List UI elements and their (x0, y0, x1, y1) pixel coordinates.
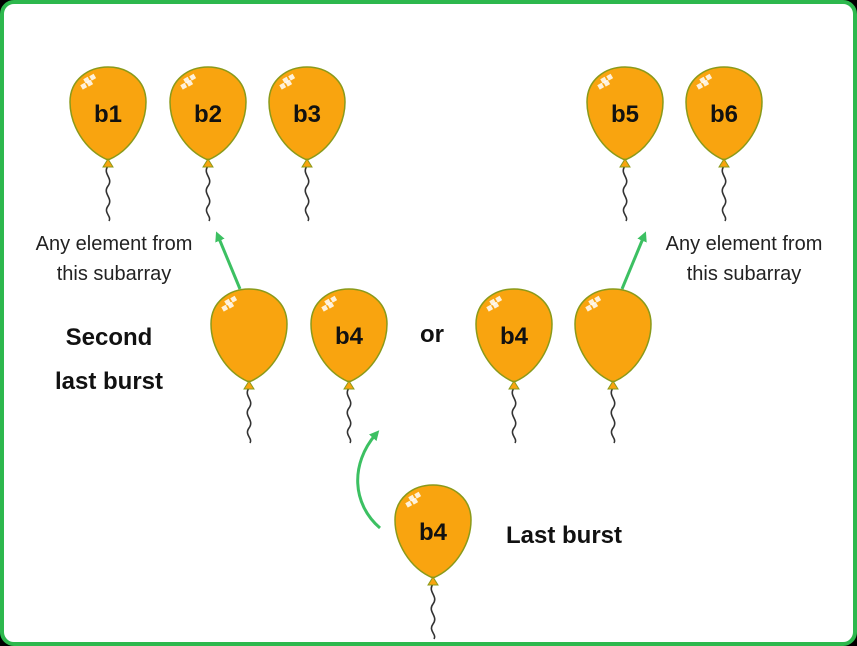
balloon-body (394, 484, 472, 579)
note-right-line1: Any element from (665, 233, 823, 255)
balloon-knot (202, 158, 214, 168)
balloon-b5: b5 (586, 66, 664, 222)
arrow-to-right-subarray (620, 231, 647, 290)
balloon-string (622, 165, 628, 222)
balloon-body (210, 288, 288, 383)
balloon-shine (80, 73, 97, 90)
balloon-string (511, 387, 517, 444)
balloon-knot (718, 158, 730, 168)
balloon-shine (279, 73, 296, 90)
balloon-body (69, 66, 147, 161)
arrow-layer (215, 231, 647, 530)
balloon-label: b6 (710, 101, 738, 128)
balloon-b3: b3 (268, 66, 346, 222)
arrow-last-to-second-last (356, 430, 381, 530)
balloon-shine (321, 295, 338, 312)
second-last-line2: last burst (54, 368, 164, 395)
balloon-shine (486, 295, 503, 312)
balloon-bottom-b4: b4 (394, 484, 472, 640)
balloon-knot (607, 380, 619, 390)
note-right-line2: this subarray (686, 263, 802, 285)
balloon-b1: b1 (69, 66, 147, 222)
balloon-label: b1 (94, 101, 122, 128)
balloon-label: b4 (419, 519, 448, 546)
balloon-shine (221, 295, 238, 312)
second-last-burst-label: Second last burst (44, 316, 174, 404)
arrow-to-left-subarray (215, 231, 242, 290)
balloon-b2: b2 (169, 66, 247, 222)
diagram-canvas: b1 b2 b3 b5 b6 b4 b4 b4 (69, 66, 763, 640)
balloon-mid-left-blank (210, 288, 288, 444)
last-burst-label: Last burst (505, 522, 622, 549)
note-left-line2: this subarray (56, 263, 172, 285)
balloon-knot (343, 380, 355, 390)
balloon-string (346, 387, 352, 444)
balloon-string (105, 165, 111, 222)
balloon-body (310, 288, 388, 383)
balloon-body (586, 66, 664, 161)
balloon-label: b4 (500, 323, 529, 350)
balloon-mid-right-b4: b4 (475, 288, 553, 444)
balloon-mid-left-b4: b4 (310, 288, 388, 444)
balloon-knot (301, 158, 313, 168)
balloon-shine (696, 73, 713, 90)
note-left-line1: Any element from (35, 233, 193, 255)
or-label: or (420, 321, 444, 348)
balloon-string (205, 165, 211, 222)
note-right-subarray: Any element from this subarray (644, 229, 844, 289)
balloon-shine (180, 73, 197, 90)
balloon-body (475, 288, 553, 383)
balloon-label: b3 (293, 101, 321, 128)
balloon-label: b5 (611, 101, 639, 128)
balloon-layer: b1 b2 b3 b5 b6 b4 b4 b4 (69, 66, 763, 640)
balloon-shine (597, 73, 614, 90)
note-left-subarray: Any element from this subarray (14, 229, 214, 289)
balloon-string (246, 387, 252, 444)
balloon-body (268, 66, 346, 161)
balloon-b6: b6 (685, 66, 763, 222)
balloon-knot (243, 380, 255, 390)
balloon-body (574, 288, 652, 383)
balloon-knot (619, 158, 631, 168)
balloon-body (169, 66, 247, 161)
balloon-label: b2 (194, 101, 222, 128)
balloon-string (430, 583, 436, 640)
balloon-knot (508, 380, 520, 390)
second-last-line1: Second (65, 324, 153, 351)
balloon-mid-right-blank (574, 288, 652, 444)
balloon-shine (585, 295, 602, 312)
balloon-string (304, 165, 310, 222)
balloon-string (610, 387, 616, 444)
balloon-knot (427, 576, 439, 586)
balloon-label: b4 (335, 323, 364, 350)
balloon-body (685, 66, 763, 161)
balloon-knot (102, 158, 114, 168)
balloon-string (721, 165, 727, 222)
balloon-shine (405, 491, 422, 508)
